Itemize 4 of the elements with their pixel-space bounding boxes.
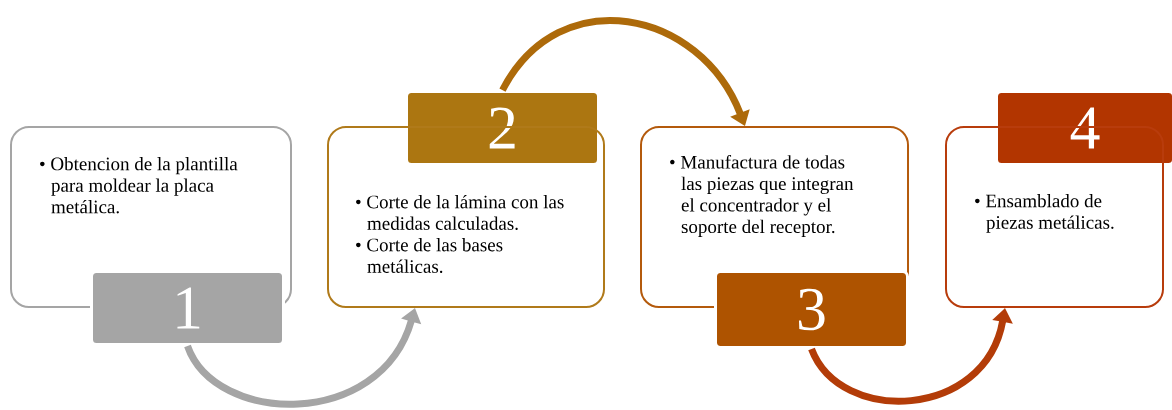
number-tab: 2 bbox=[405, 90, 600, 166]
number-tab: 1 bbox=[90, 270, 285, 346]
number-tab: 4 bbox=[995, 90, 1172, 166]
number-tab: 3 bbox=[714, 270, 909, 349]
